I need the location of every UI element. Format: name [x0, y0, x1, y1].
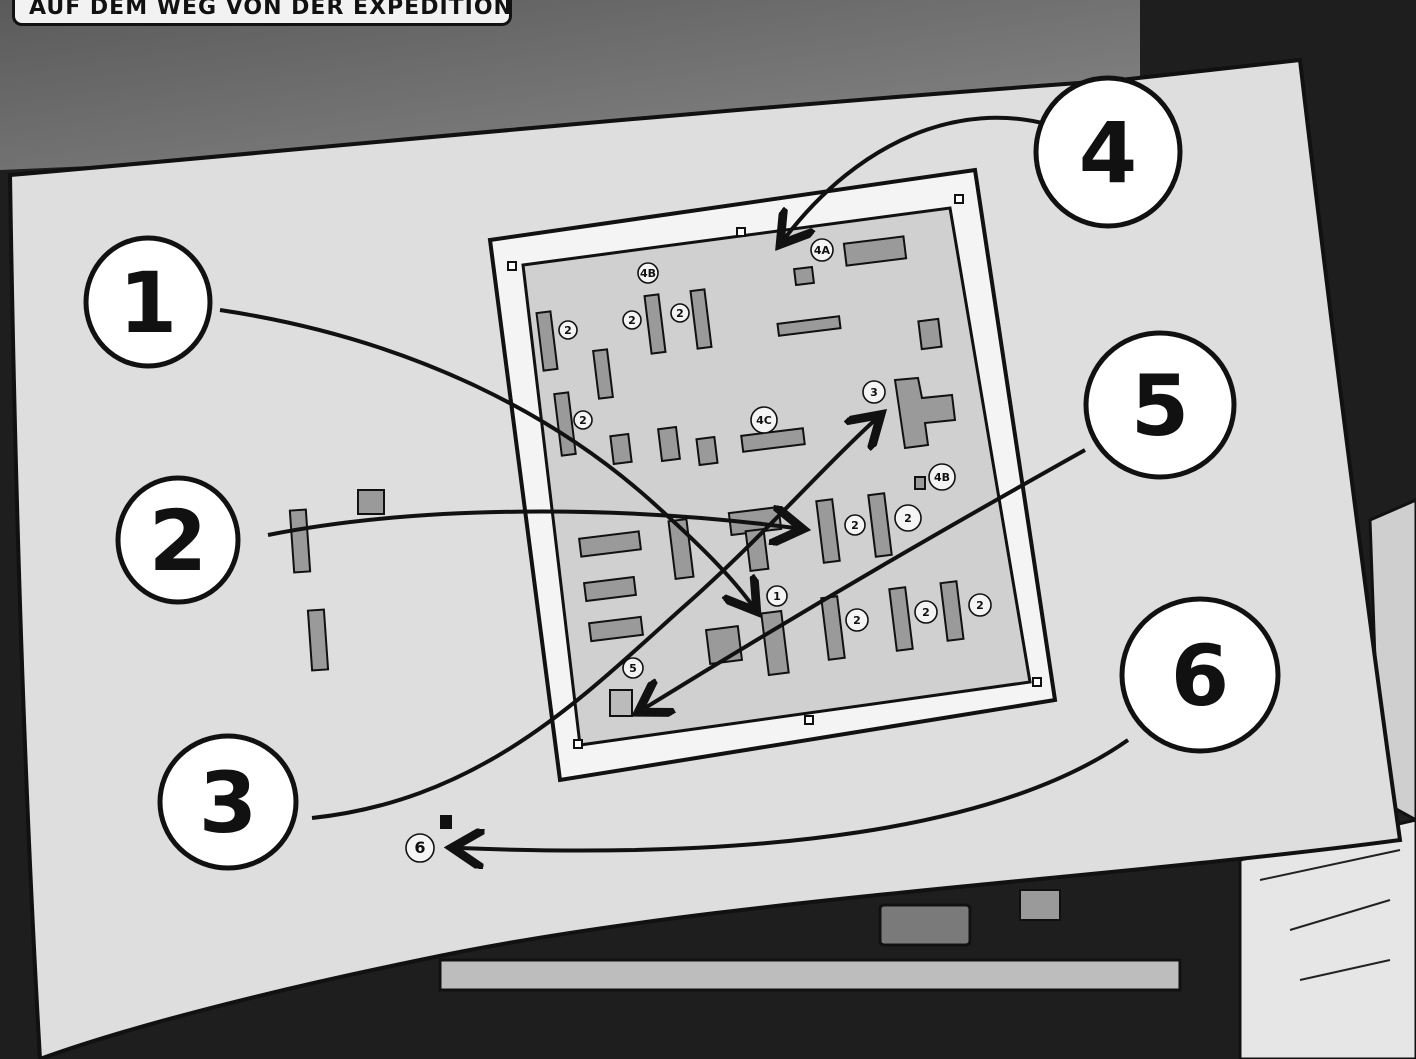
arrow-4 — [785, 115, 1051, 238]
label-2: 2 — [564, 324, 572, 337]
label-4b-top: 4B — [640, 267, 656, 280]
arrow-5 — [645, 448, 1086, 708]
circle-5 — [1083, 330, 1237, 480]
label-2: 2 — [922, 606, 930, 619]
caption-box: AUF DEM WEG VON DER EXPEDITION... — [12, 0, 512, 26]
big-label-4: 4 — [1079, 104, 1137, 202]
arrow-2 — [267, 512, 795, 535]
big-label-6: 6 — [1171, 627, 1229, 725]
arrow-3 — [311, 420, 875, 820]
label-1: 1 — [773, 590, 781, 603]
small-labels — [405, 238, 992, 863]
circle-2 — [115, 475, 241, 605]
label-2: 2 — [904, 512, 912, 525]
big-label-3: 3 — [199, 754, 257, 852]
arrow-6 — [460, 738, 1130, 851]
circle-3 — [157, 733, 299, 871]
target-6-marker — [440, 815, 452, 829]
label-5: 5 — [629, 662, 637, 675]
label-2: 2 — [851, 519, 859, 532]
outer-modules — [288, 489, 385, 672]
label-3: 3 — [870, 386, 878, 399]
table-edge — [438, 958, 1182, 992]
circle-6 — [1119, 596, 1281, 754]
label-2: 2 — [676, 307, 684, 320]
circle-1 — [83, 235, 213, 369]
bag-object — [878, 903, 972, 947]
label-4b-right: 4B — [934, 471, 950, 484]
label-4c: 4C — [756, 414, 772, 427]
caption-text: AUF DEM WEG VON DER EXPEDITION... — [29, 0, 512, 20]
label-2: 2 — [976, 599, 984, 612]
label-2: 2 — [628, 314, 636, 327]
big-label-1: 1 — [119, 254, 177, 352]
label-2: 2 — [579, 414, 587, 427]
arrows — [219, 115, 1130, 851]
big-circles — [83, 75, 1281, 871]
label-4a: 4A — [814, 244, 831, 257]
label-2: 2 — [853, 614, 861, 627]
label-6: 6 — [414, 838, 425, 857]
big-label-5: 5 — [1131, 357, 1189, 455]
circle-4 — [1033, 75, 1183, 229]
arrow-1 — [219, 308, 752, 605]
big-label-2: 2 — [149, 492, 207, 590]
